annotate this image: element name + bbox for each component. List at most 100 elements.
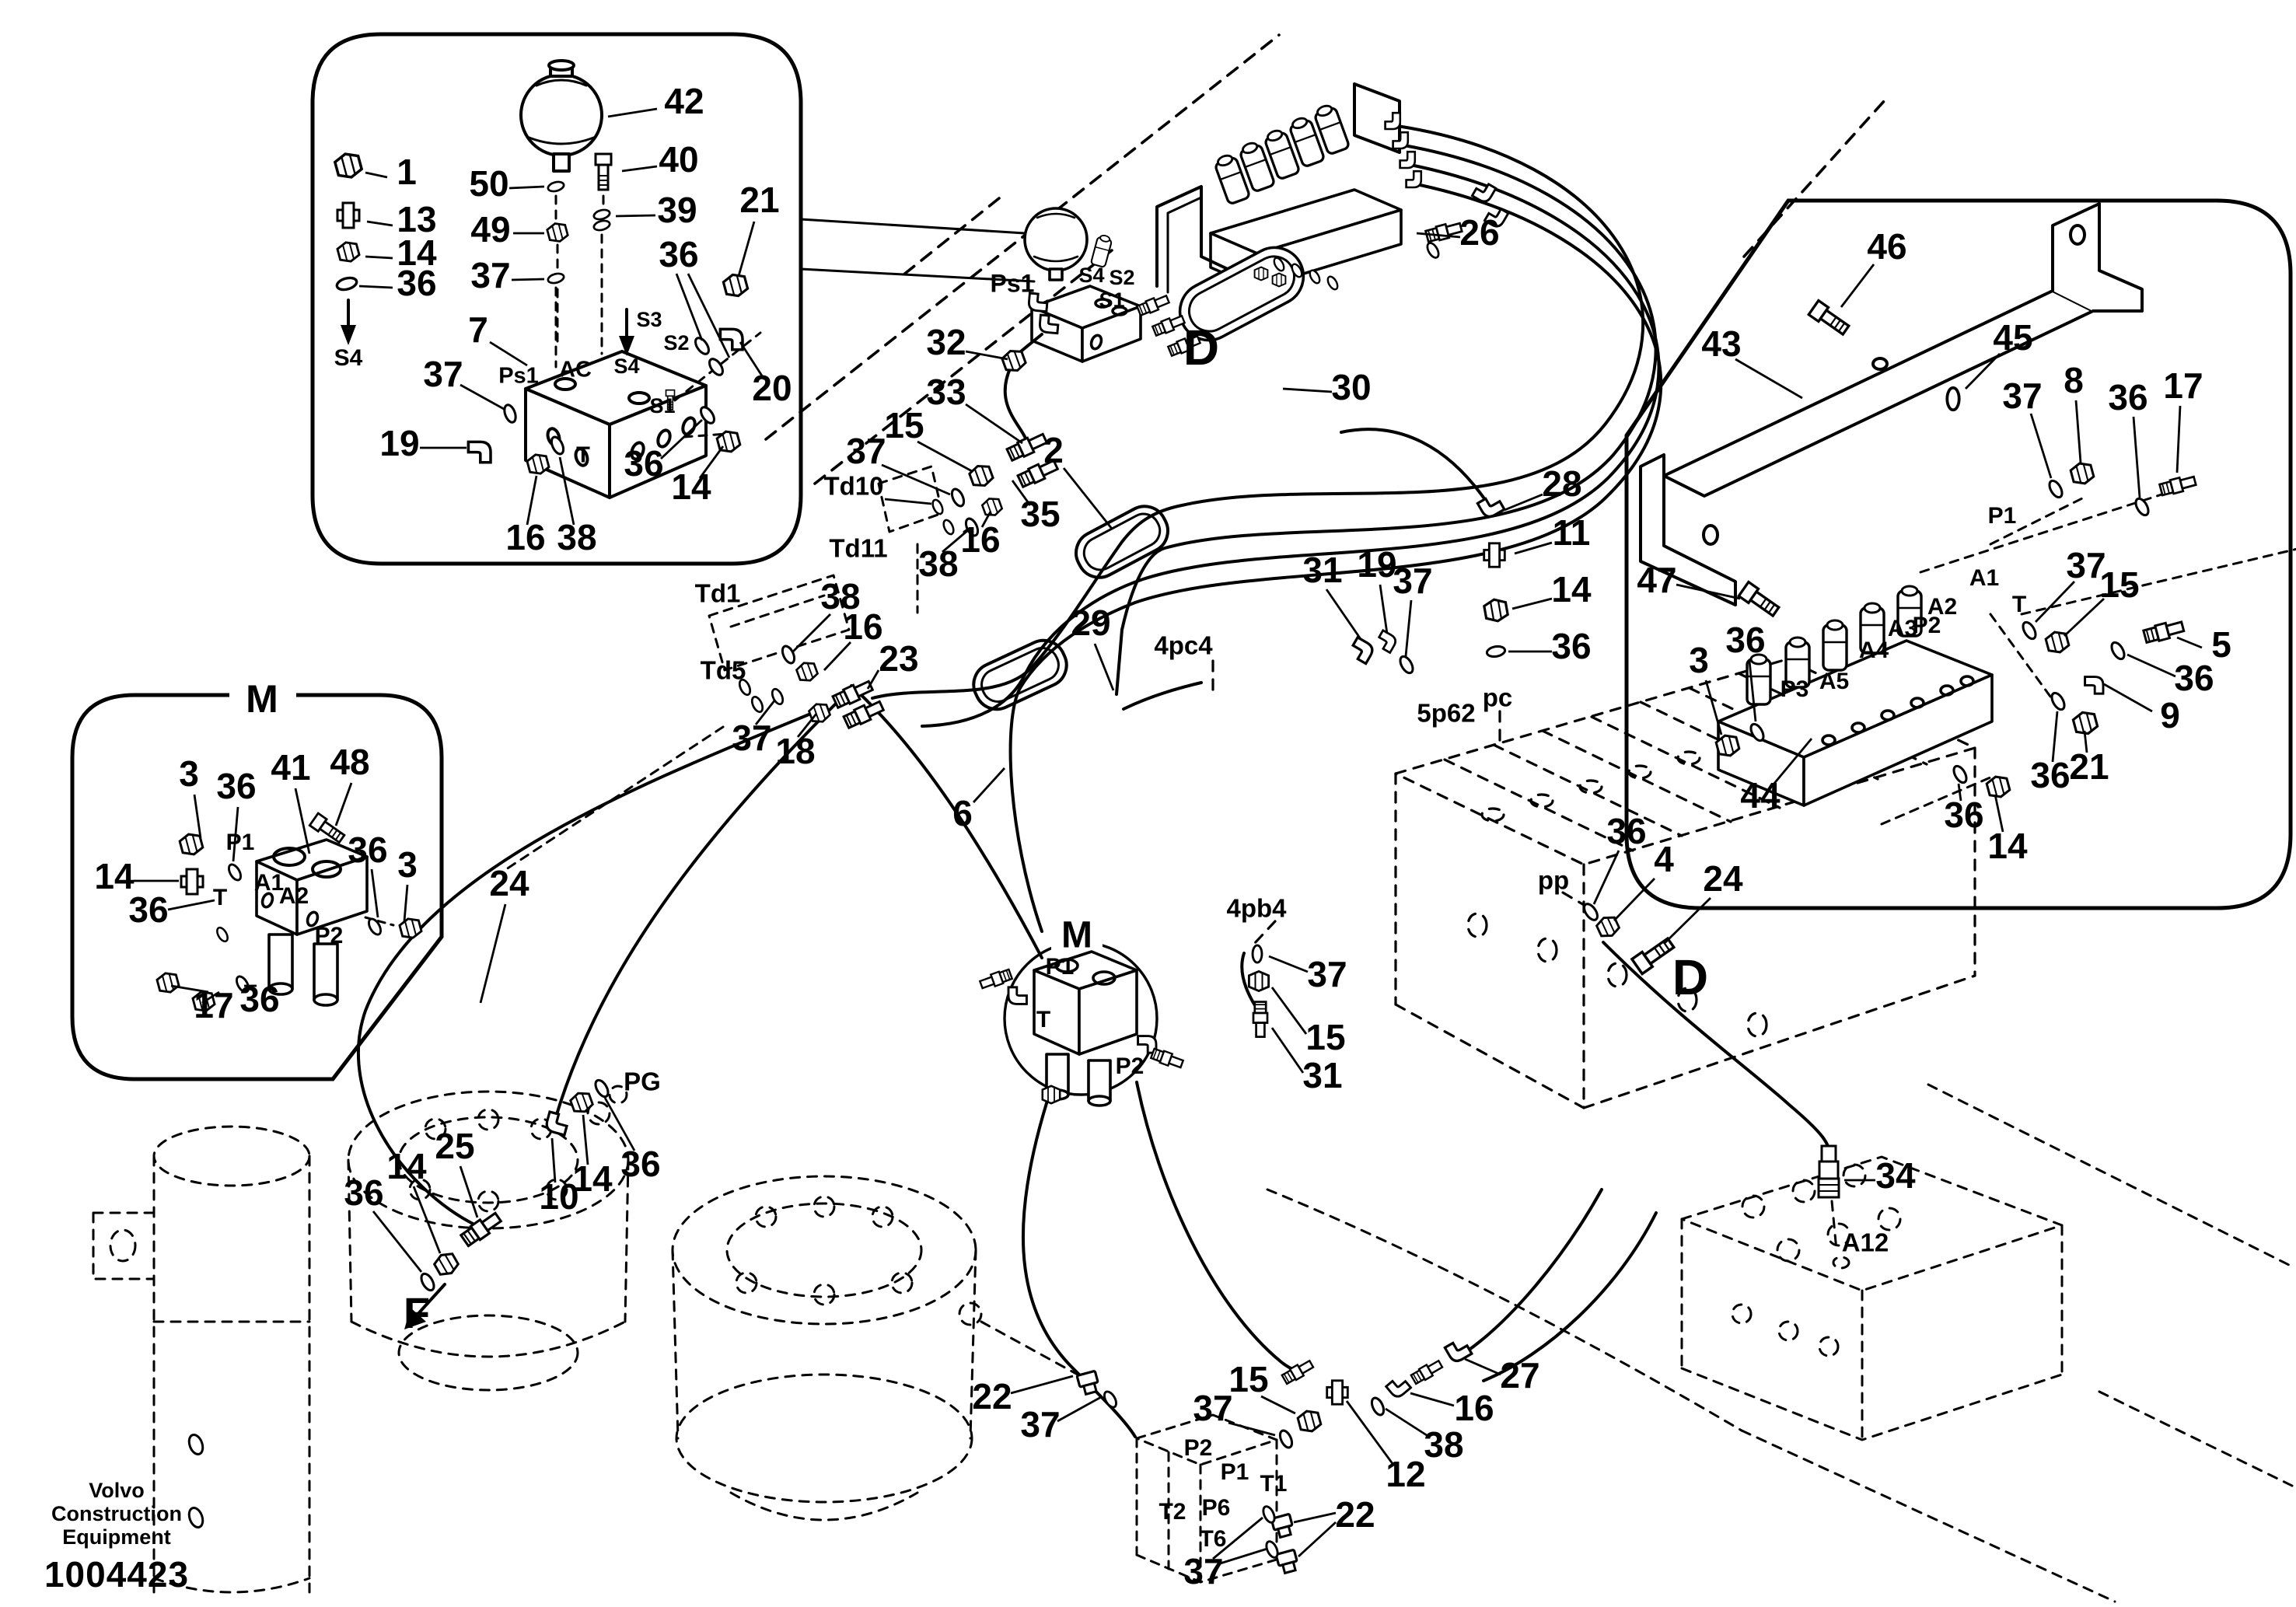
callout-label: 16 — [505, 517, 545, 557]
hoseend-glyph — [830, 677, 875, 711]
oring-glyph — [334, 274, 360, 293]
callout-label: 17 — [194, 985, 233, 1025]
cyl-glyph — [1089, 232, 1114, 269]
oring-glyph — [2019, 619, 2039, 642]
callout-leader-line — [2064, 597, 2105, 638]
callout-leader-line — [1010, 1375, 1074, 1395]
callout-label: 25 — [435, 1126, 474, 1166]
callout-label: 28 — [1542, 463, 1581, 504]
callout-label: 12 — [1386, 1454, 1425, 1494]
pilot-valve-block-drawing — [524, 350, 708, 499]
oring-glyph — [1276, 1427, 1296, 1451]
grommet-glyph — [965, 631, 1075, 718]
oring-glyph — [501, 402, 519, 425]
callout-label: 31 — [1302, 550, 1342, 590]
callout-label: 14 — [94, 856, 135, 896]
callout-leader-line — [232, 806, 239, 862]
callout-leader-line — [1298, 1521, 1337, 1558]
oring-glyph — [2046, 477, 2066, 501]
callout-label: 36 — [348, 830, 387, 870]
elbow-glyph — [1385, 1373, 1412, 1401]
callout-label: 15 — [2099, 564, 2139, 605]
callout-leader-line — [1464, 1357, 1501, 1376]
oring-glyph — [214, 924, 231, 945]
callout-label: S2 — [1109, 266, 1134, 289]
callout-label: 40 — [659, 139, 698, 180]
callout-label: 17 — [2163, 365, 2203, 406]
callout-label: 46 — [1867, 226, 1906, 267]
callout-label: pc — [1483, 683, 1513, 712]
callout-leader-line — [2175, 405, 2182, 473]
callout-label: 21 — [739, 180, 779, 220]
callout-leader-line — [1212, 1516, 1263, 1560]
callout-label: S1 — [649, 394, 675, 417]
callout-leader-line — [754, 699, 777, 725]
callout-label: 22 — [972, 1376, 1012, 1417]
s4-arrows — [341, 299, 634, 356]
callout-leader-line — [792, 613, 831, 652]
callout-label: 22 — [1335, 1494, 1375, 1535]
nut-glyph — [431, 1249, 462, 1280]
callout-label: 1 — [397, 152, 417, 192]
callout-label: 37 — [423, 354, 463, 394]
callout-label: 37 — [732, 718, 771, 758]
callout-leader-line — [201, 990, 220, 1004]
callout-leader-line — [796, 713, 818, 738]
callout-leader-line — [489, 341, 528, 367]
nut-glyph — [980, 494, 1005, 519]
oring-glyph — [592, 1077, 612, 1100]
callout-leader-line — [365, 255, 393, 260]
callout-leader-line — [2132, 416, 2141, 498]
oring-glyph — [778, 643, 799, 666]
nut-glyph — [545, 220, 570, 245]
callout-label: 36 — [659, 234, 698, 274]
oring-glyph — [1100, 1389, 1120, 1410]
callout-label: A1 — [254, 870, 284, 896]
callout-leader-line — [972, 767, 1006, 803]
hoseend-glyph — [1252, 1001, 1269, 1038]
callout-label: T — [213, 885, 227, 910]
swing-motor-right-dashed — [671, 1175, 1079, 1521]
callout-label: 16 — [960, 519, 1000, 560]
nut-glyph — [332, 149, 365, 182]
callout-label: A1 — [1969, 565, 1999, 591]
callout-leader-line — [2127, 653, 2176, 678]
callout-label: 36 — [128, 889, 168, 930]
callout-leader-line — [412, 1186, 442, 1254]
callout-label: P2 — [1913, 613, 1941, 638]
oring-glyph — [1424, 239, 1442, 261]
document-number: 1004423 — [44, 1554, 190, 1595]
hoseend-glyph — [1135, 292, 1171, 318]
callout-label: Td1 — [695, 579, 741, 608]
callout-leader-line — [1268, 955, 1309, 973]
callout-leader-line — [1994, 794, 2004, 833]
m-valve-circle — [1003, 917, 1158, 1107]
callout-leader-line — [582, 1114, 589, 1165]
nut-glyph — [1247, 969, 1270, 993]
callout-leader-line — [1511, 597, 1553, 610]
nut-glyph — [966, 461, 996, 491]
callout-label: 35 — [1020, 494, 1060, 534]
callout-label: 49 — [470, 209, 510, 250]
callout-label: S2 — [663, 331, 689, 355]
callout-label: T — [576, 443, 590, 468]
callout-label: PG — [624, 1067, 661, 1096]
nut-glyph — [1482, 596, 1510, 624]
nut-glyph — [568, 1088, 596, 1116]
hydraulic-hoses — [356, 124, 1832, 1438]
callout-leader-line — [358, 285, 393, 289]
callout-label: 38 — [1424, 1424, 1463, 1465]
callout-label: AC — [559, 358, 592, 383]
callout-leader-line — [511, 278, 545, 281]
callout-label: 37 — [1020, 1404, 1060, 1445]
callout-label: 47 — [1637, 560, 1676, 600]
oring-glyph — [1251, 944, 1263, 964]
callout-leader-line — [687, 273, 731, 358]
elbow-glyph — [1347, 636, 1377, 666]
callout-label: 36 — [1944, 795, 1983, 835]
callout-label: 37 — [1183, 1551, 1223, 1591]
callout-leader-line — [884, 498, 932, 505]
callout-label: 37 — [470, 255, 510, 295]
callout-label: 10 — [539, 1176, 578, 1217]
oring-glyph — [948, 486, 968, 509]
